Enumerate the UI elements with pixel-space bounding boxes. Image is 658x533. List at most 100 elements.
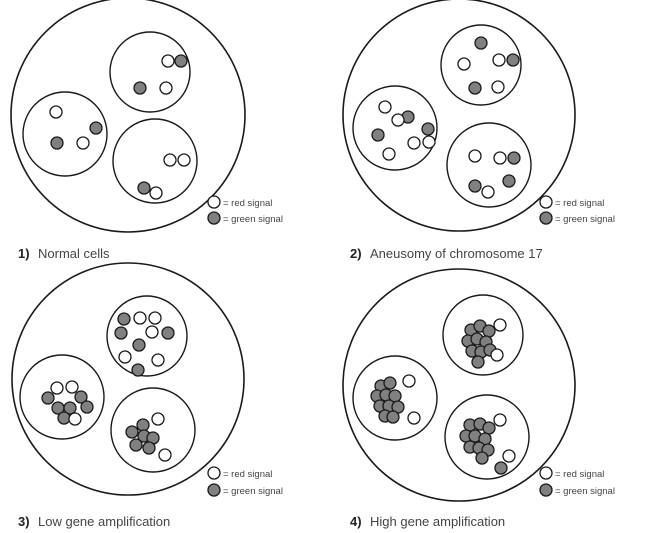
green-signal-dot <box>503 175 515 187</box>
signal-group <box>50 55 190 199</box>
green-signal-dot <box>469 180 481 192</box>
red-signal-dot <box>178 154 190 166</box>
red-signal-dot <box>408 412 420 424</box>
red-signal-dot <box>146 326 158 338</box>
green-signal-dot <box>130 439 142 451</box>
green-signal-dot <box>387 411 399 423</box>
legend-green-label: = green signal <box>555 486 615 497</box>
tissue-boundary <box>12 263 244 495</box>
red-signal-dot <box>494 152 506 164</box>
red-signal-dot <box>162 55 174 67</box>
panel-high-gene-amplification: = red signal = green signal 4) High gene… <box>343 269 615 530</box>
red-signal-dot <box>152 354 164 366</box>
legend-red-swatch <box>208 196 220 208</box>
legend: = red signal = green signal <box>208 196 283 225</box>
red-signal-dot <box>159 449 171 461</box>
legend-green-label: = green signal <box>555 214 615 225</box>
legend-green-swatch <box>208 212 220 224</box>
green-signal-dot <box>472 356 484 368</box>
legend: = red signal = green signal <box>540 467 615 497</box>
red-signal-dot <box>119 351 131 363</box>
green-signal-dot <box>162 327 174 339</box>
red-signal-dot <box>69 413 81 425</box>
green-signal-dot <box>90 122 102 134</box>
nucleus <box>111 388 195 472</box>
legend-red-label: = red signal <box>555 198 604 209</box>
legend-red-swatch <box>540 467 552 479</box>
legend-green-label: = green signal <box>223 214 283 225</box>
red-signal-dot <box>150 187 162 199</box>
red-signal-dot <box>503 450 515 462</box>
green-signal-dot <box>58 412 70 424</box>
legend-green-label: = green signal <box>223 486 283 497</box>
green-signal-dot <box>132 364 144 376</box>
red-signal-dot <box>149 312 161 324</box>
red-signal-dot <box>403 375 415 387</box>
legend-green-swatch <box>540 484 552 496</box>
nucleus <box>110 32 190 112</box>
legend: = red signal = green signal <box>540 196 615 225</box>
panel-number: 3) <box>18 514 30 529</box>
signal-group <box>372 37 520 198</box>
green-signal-dot <box>507 54 519 66</box>
legend-red-label: = red signal <box>223 198 272 209</box>
panel-number: 2) <box>350 246 362 261</box>
red-signal-dot <box>491 349 503 361</box>
legend-red-label: = red signal <box>223 469 272 480</box>
red-signal-dot <box>383 148 395 160</box>
legend: = red signal = green signal <box>208 467 283 497</box>
green-signal-dot <box>133 339 145 351</box>
green-signal-dot <box>495 462 507 474</box>
green-signal-dot <box>81 401 93 413</box>
red-signal-dot <box>134 312 146 324</box>
green-signal-dot <box>475 37 487 49</box>
legend-red-swatch <box>540 196 552 208</box>
green-signal-dot <box>372 129 384 141</box>
red-signal-dot <box>492 81 504 93</box>
red-signal-dot <box>423 136 435 148</box>
red-signal-dot <box>392 114 404 126</box>
red-signal-dot <box>379 101 391 113</box>
panel-caption: 4) High gene amplification <box>350 513 505 530</box>
red-signal-dot <box>164 154 176 166</box>
red-signal-dot <box>51 382 63 394</box>
red-signal-dot <box>77 137 89 149</box>
green-signal-dot <box>42 392 54 404</box>
panel-number: 4) <box>350 514 362 529</box>
panel-caption: 2) Aneusomy of chromosome 17 <box>350 245 543 262</box>
green-signal-dot <box>138 182 150 194</box>
green-signal-dot <box>483 422 495 434</box>
panel-caption: 1) Normal cells <box>18 245 110 262</box>
green-signal-dot <box>126 426 138 438</box>
green-signal-dot <box>483 325 495 337</box>
red-signal-dot <box>469 150 481 162</box>
green-signal-dot <box>508 152 520 164</box>
panel-label: Low gene amplification <box>38 514 170 529</box>
red-signal-dot <box>408 137 420 149</box>
red-signal-dot <box>50 106 62 118</box>
panel-aneusomy: = red signal = green signal 2) Aneusomy … <box>343 0 615 262</box>
green-signal-dot <box>51 137 63 149</box>
legend-red-swatch <box>208 467 220 479</box>
red-signal-dot <box>494 319 506 331</box>
green-signal-dot <box>422 123 434 135</box>
nucleus <box>20 355 104 439</box>
red-signal-dot <box>152 413 164 425</box>
green-signal-dot <box>143 442 155 454</box>
green-signal-dot <box>134 82 146 94</box>
red-signal-dot <box>493 54 505 66</box>
green-signal-dot <box>469 82 481 94</box>
panel-low-gene-amplification: = red signal = green signal 3) Low gene … <box>12 263 283 530</box>
red-signal-dot <box>458 58 470 70</box>
panel-normal-cells: = red signal = green signal 1) Normal ce… <box>11 0 283 262</box>
legend-red-label: = red signal <box>555 469 604 480</box>
legend-green-swatch <box>540 212 552 224</box>
panel-label: Normal cells <box>38 246 110 261</box>
tissue-boundary <box>343 0 575 231</box>
panel-label: Aneusomy of chromosome 17 <box>370 246 543 261</box>
panel-label: High gene amplification <box>370 514 505 529</box>
panel-caption: 3) Low gene amplification <box>18 513 170 530</box>
red-signal-dot <box>482 186 494 198</box>
red-signal-dot <box>494 414 506 426</box>
